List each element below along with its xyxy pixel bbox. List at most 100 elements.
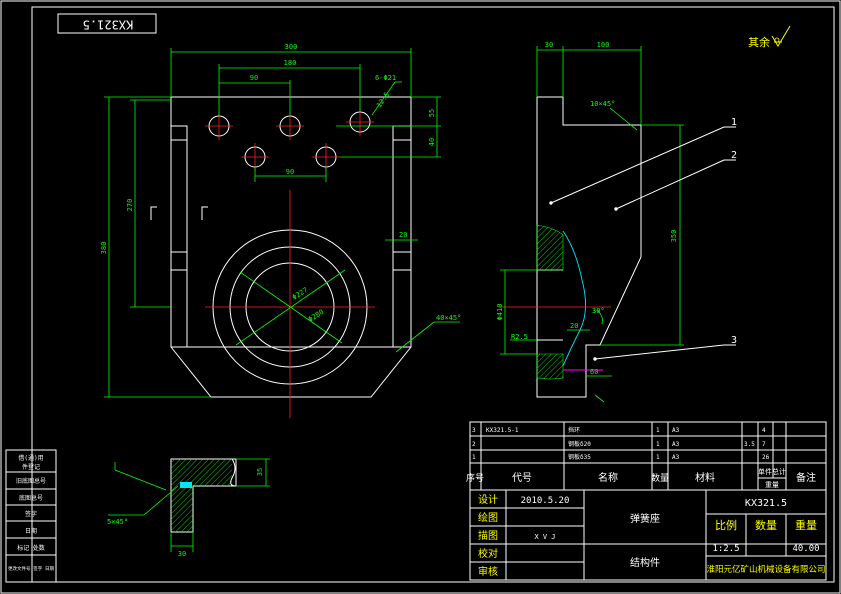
bom-cell: 3 bbox=[472, 427, 476, 434]
strip-label: 签字 bbox=[25, 510, 37, 518]
dim-front-width: 300 bbox=[285, 43, 298, 51]
dim-side-chamfer: 10×45° bbox=[590, 100, 615, 108]
bom-row: 2 钢板δ20 1 A3 3.5 7 bbox=[472, 440, 766, 448]
strip-label: 旧底图总号 bbox=[16, 477, 46, 485]
leader-label-2: 2 bbox=[731, 150, 737, 161]
title-label-draw: 绘图 bbox=[478, 511, 498, 524]
front-view: Φ227 Φ280 300 180 90 90 6-Φ21 bbox=[100, 43, 461, 418]
dim-side-angle: 30° bbox=[592, 307, 605, 315]
dim-side-bore: Φ410 bbox=[496, 304, 504, 321]
dim-side-bottom: 60 bbox=[590, 368, 598, 376]
left-revision-strip: 借(通)用 件登记 旧底图总号 底图总号 签字 日期 标记 处数 更改文件号 签… bbox=[5, 449, 57, 583]
strip-label: 件登记 bbox=[22, 463, 40, 471]
dim-height-inner: 270 bbox=[126, 199, 134, 212]
dim-height-total: 380 bbox=[100, 242, 108, 255]
strip-label: 日期 bbox=[25, 527, 37, 535]
dim-top-offset-1: 55 bbox=[428, 109, 436, 117]
dim-hole-span-upper: 90 bbox=[250, 74, 258, 82]
bom-header-cell: 代号 bbox=[512, 472, 532, 484]
bom-cell: 1 bbox=[472, 454, 476, 461]
detail-dimensions bbox=[108, 458, 270, 552]
dim-side-r: R2.5 bbox=[511, 333, 528, 341]
bom-cell: 钢板δ35 bbox=[568, 453, 591, 461]
dim-hole-note: 6-Φ21 bbox=[375, 74, 396, 82]
bom-weight-label: 重量 bbox=[765, 481, 779, 489]
drawing-code-box: KX321.5 bbox=[57, 13, 157, 34]
bom-cell: 钢板δ20 bbox=[568, 440, 591, 448]
front-dimensions bbox=[104, 48, 460, 398]
side-plate-outline bbox=[536, 96, 642, 398]
title-part-name: 弹簧座 bbox=[630, 512, 660, 525]
roughness-symbol-icon bbox=[771, 25, 791, 47]
title-part-type: 结构件 bbox=[630, 556, 660, 569]
title-col-weight: 重量 bbox=[795, 518, 817, 532]
title-drawer: X V J bbox=[534, 533, 555, 541]
bom-cell: A3 bbox=[672, 441, 680, 448]
title-date: 2010.5.20 bbox=[521, 496, 570, 506]
bom-table: 3 KX321.5-1 挡环 1 A3 4 2 钢板δ20 1 A3 3.5 7… bbox=[466, 421, 827, 491]
detail-view: 35 5×45° 30 bbox=[107, 458, 270, 558]
dim-top-offset-2: 40 bbox=[428, 138, 436, 146]
roughness-note: 其余 bbox=[748, 25, 791, 49]
dim-side-small: 20 bbox=[570, 322, 578, 330]
bom-cell: 1 bbox=[656, 427, 660, 434]
title-block: 设计 绘图 描图 校对 审核 2010.5.20 X V J 弹簧座 结构件 K… bbox=[469, 489, 827, 581]
bom-cell: KX321.5-1 bbox=[486, 427, 519, 434]
dim-side-w2: 100 bbox=[597, 41, 610, 49]
dim-chamfer-main: 40×45° bbox=[436, 314, 461, 322]
bom-header-cell: 数量 bbox=[651, 472, 669, 484]
dim-circle-outer: Φ280 bbox=[307, 308, 326, 324]
dim-hole-span-outer: 180 bbox=[284, 59, 297, 67]
bom-cell: 挡环 bbox=[568, 426, 580, 434]
side-view: 30 100 10×45° 350 Φ410 R2.5 20 30° 60 1 … bbox=[496, 41, 737, 403]
dim-slot-width: 20 bbox=[399, 231, 407, 239]
roughness-label: 其余 bbox=[748, 35, 770, 49]
side-hatch-upper bbox=[536, 224, 564, 271]
title-company: 淮阳元亿矿山机械设备有限公司 bbox=[706, 564, 825, 575]
title-col-scale: 比例 bbox=[715, 518, 737, 532]
bolt-holes bbox=[205, 108, 374, 171]
drawing-code-text: KX321.5 bbox=[83, 18, 134, 32]
title-weight: 40.00 bbox=[792, 544, 819, 554]
title-scale: 1:2.5 bbox=[712, 544, 739, 554]
title-label-check: 校对 bbox=[478, 547, 498, 560]
bom-header-cell: 序号 bbox=[466, 472, 484, 484]
dim-circle-inner: Φ227 bbox=[291, 286, 310, 302]
dim-hole-span-lower: 90 bbox=[286, 168, 294, 176]
bom-header-cell: 材料 bbox=[695, 471, 715, 484]
slot-left bbox=[170, 125, 188, 348]
bom-cell: 4 bbox=[762, 427, 766, 434]
bom-header-cell: 总计 bbox=[772, 467, 786, 476]
bom-cell: A3 bbox=[672, 427, 680, 434]
bom-cell: 3.5 bbox=[744, 441, 755, 448]
bom-cell: 2 bbox=[472, 441, 476, 448]
side-dimensions bbox=[500, 46, 684, 403]
bom-cell: 26 bbox=[762, 454, 770, 461]
dim-detail-chamfer: 5×45° bbox=[107, 518, 128, 526]
bom-row: 3 KX321.5-1 挡环 1 A3 4 bbox=[472, 426, 766, 434]
dim-hole-angle: 12.5 bbox=[375, 91, 391, 109]
bom-cell: A3 bbox=[672, 454, 680, 461]
bom-header-cell: 单件 bbox=[758, 467, 772, 476]
bom-row: 1 钢板δ35 1 A3 26 bbox=[472, 453, 770, 461]
strip-label: 标记 处数 bbox=[17, 544, 45, 552]
inner-border bbox=[31, 6, 835, 583]
leader-label-1: 1 bbox=[731, 117, 737, 128]
title-label-trace: 描图 bbox=[478, 529, 498, 542]
bom-cell: 1 bbox=[656, 454, 660, 461]
dim-detail-h: 35 bbox=[256, 468, 264, 476]
title-label-design: 设计 bbox=[478, 493, 498, 506]
title-col-qty: 数量 bbox=[755, 519, 777, 532]
title-code: KX321.5 bbox=[745, 498, 787, 509]
part-leaders bbox=[549, 126, 736, 361]
strip-label: 借(通)用 bbox=[18, 454, 43, 462]
strip-label: 更改文件号 签字 日期 bbox=[8, 565, 54, 572]
bom-header-cell: 备注 bbox=[796, 471, 816, 484]
bom-cell: 1 bbox=[656, 441, 660, 448]
side-hatch-lower bbox=[536, 353, 564, 380]
leader-label-3: 3 bbox=[731, 335, 737, 346]
bom-header: 序号 代号 名称 数量 材料 单件 总计 重量 备注 bbox=[466, 467, 816, 489]
title-label-approve: 审核 bbox=[478, 565, 498, 578]
